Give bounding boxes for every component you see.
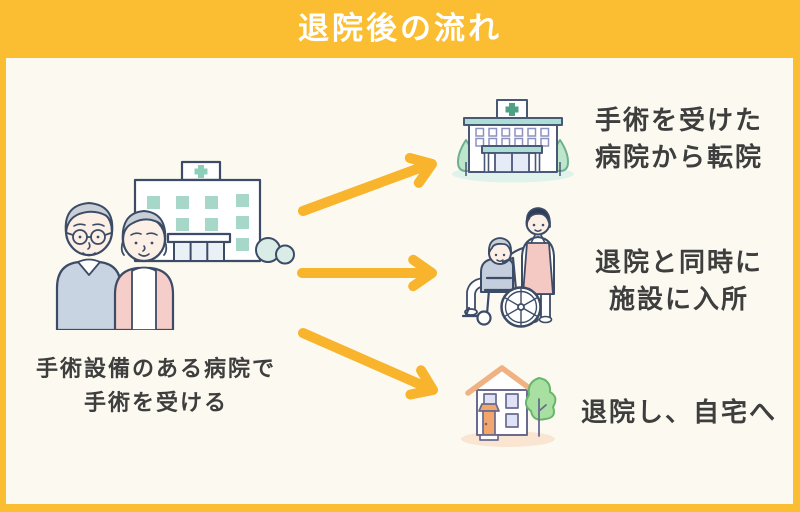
wheelchair xyxy=(461,256,542,328)
elderly-man xyxy=(55,202,123,330)
option-care-facility-label: 退院と同時に 施設に入所 xyxy=(564,244,794,318)
house-icon xyxy=(461,365,557,447)
hospital-windows xyxy=(475,127,550,147)
flow-arrows xyxy=(297,153,438,400)
option-home-label: 退院し、自宅へ xyxy=(564,394,794,431)
door-awning xyxy=(478,403,500,412)
source-caption-line1: 手術設備のある病院で xyxy=(35,356,276,381)
entrance-canopy xyxy=(166,232,232,244)
apron xyxy=(522,242,554,295)
arrow-right-icon xyxy=(297,254,437,292)
option-label-line: 退院と同時に xyxy=(594,247,763,277)
option-label-line: 退院し、自宅へ xyxy=(580,397,777,427)
arrow-up-right-icon xyxy=(298,153,437,216)
arrow-down-right-icon xyxy=(298,328,438,400)
option-transfer-hospital-label: 手術を受けた 病院から転院 xyxy=(564,102,794,176)
elderly-woman xyxy=(113,210,175,330)
hospital-icon xyxy=(452,99,574,183)
option-label-line: 病院から転院 xyxy=(594,142,763,172)
content-area: 手術設備のある病院で 手術を受ける xyxy=(6,58,793,504)
roof xyxy=(465,365,539,396)
glasses-icon xyxy=(66,229,112,245)
option-label-line: 施設に入所 xyxy=(608,284,749,314)
bush-icon xyxy=(255,237,295,265)
source-caption: 手術設備のある病院で 手術を受ける xyxy=(6,352,306,420)
entrance-doors xyxy=(173,241,225,262)
medical-cross-icon xyxy=(505,103,519,116)
couple-hospital-illustration xyxy=(55,160,295,330)
option-label-line: 手術を受けた xyxy=(594,105,763,135)
seated-elderly-man xyxy=(464,237,514,316)
page-title: 退院後の流れ xyxy=(298,11,502,46)
medical-cross-icon xyxy=(194,165,208,178)
door xyxy=(482,410,496,436)
tree-icon xyxy=(525,377,557,421)
source-caption-line2: 手術を受ける xyxy=(83,390,228,415)
caregiver xyxy=(499,207,555,324)
wheelchair-caregiver-icon xyxy=(461,207,555,328)
